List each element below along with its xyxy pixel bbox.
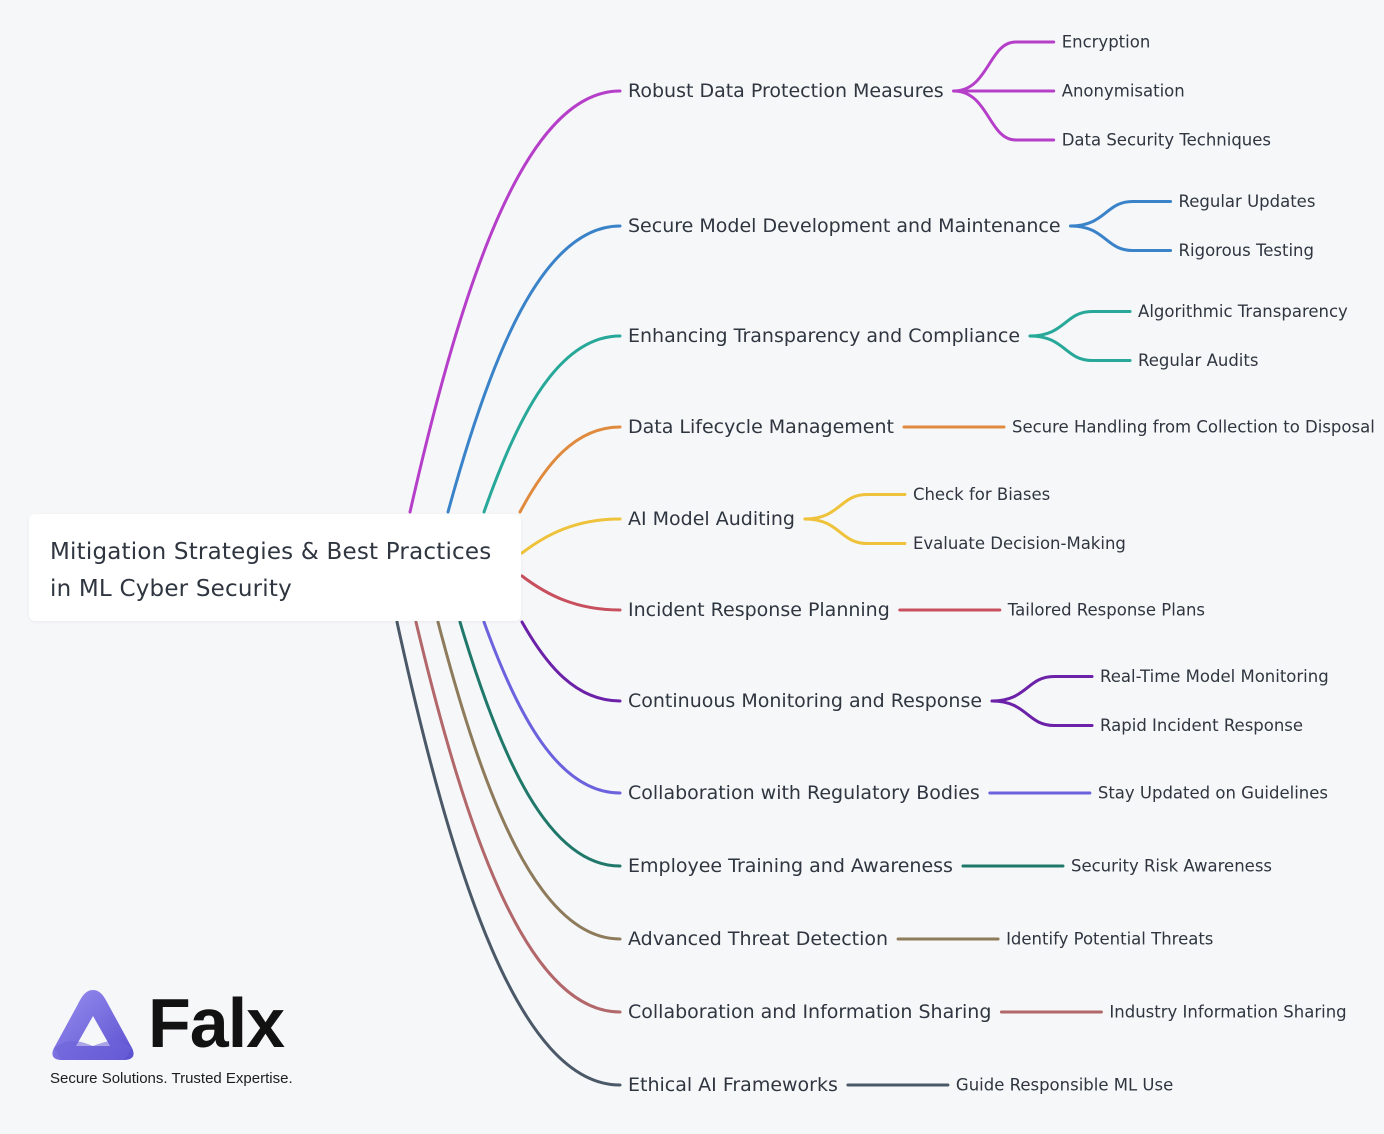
falx-logo-icon [52, 990, 134, 1060]
leaf-label[interactable]: Anonymisation [1062, 82, 1185, 101]
branch-connector [458, 620, 622, 868]
leaf-label[interactable]: Check for Biases [913, 485, 1050, 504]
branch-label[interactable]: Ethical AI Frameworks [628, 1074, 838, 1096]
leaf-label[interactable]: Regular Audits [1138, 351, 1258, 370]
branch-connector [518, 425, 622, 514]
root-node-title: Mitigation Strategies & Best Practices i… [50, 539, 492, 602]
branch-label[interactable]: Incident Response Planning [628, 599, 890, 621]
falx-tagline: Secure Solutions. Trusted Expertise. [50, 1070, 293, 1087]
leaf-label[interactable]: Stay Updated on Guidelines [1098, 784, 1328, 803]
leaf-label[interactable]: Data Security Techniques [1062, 131, 1271, 150]
leaf-label[interactable]: Security Risk Awareness [1071, 857, 1272, 876]
falx-wordmark: Falx [148, 984, 285, 1062]
leaf-connector [1069, 224, 1173, 252]
branch-label[interactable]: Robust Data Protection Measures [628, 80, 944, 102]
branch-label[interactable]: Secure Model Development and Maintenance [628, 215, 1061, 237]
leaf-connector [803, 493, 907, 521]
branch-label[interactable]: Collaboration with Regulatory Bodies [628, 782, 980, 804]
branch-connector [482, 620, 622, 795]
branch-connector [520, 574, 622, 612]
branch-connector [436, 620, 622, 941]
branch-label[interactable]: Advanced Threat Detection [628, 928, 888, 950]
leaf-label[interactable]: Industry Information Sharing [1109, 1003, 1346, 1022]
branch-label[interactable]: AI Model Auditing [628, 508, 795, 530]
leaf-connector [803, 517, 907, 545]
leaf-label[interactable]: Rapid Incident Response [1100, 716, 1303, 735]
branch-connector [446, 224, 622, 514]
leaf-label[interactable]: Guide Responsible ML Use [956, 1076, 1173, 1095]
leaf-label[interactable]: Real-Time Model Monitoring [1100, 667, 1329, 686]
leaf-connector [1069, 200, 1173, 228]
leaf-label[interactable]: Evaluate Decision-Making [913, 534, 1126, 553]
leaf-label[interactable]: Regular Updates [1179, 192, 1316, 211]
branch-connector [520, 620, 622, 703]
root-node[interactable]: Mitigation Strategies & Best Practices i… [29, 514, 521, 621]
leaf-label[interactable]: Encryption [1062, 33, 1151, 52]
leaf-connector [952, 40, 1056, 93]
branch-connector [395, 620, 622, 1087]
leaf-connector [990, 675, 1094, 703]
leaf-label[interactable]: Tailored Response Plans [1007, 601, 1205, 620]
leaf-label[interactable]: Rigorous Testing [1179, 241, 1314, 260]
leaf-label[interactable]: Algorithmic Transparency [1138, 302, 1348, 321]
branch-connector [414, 620, 622, 1014]
branch-label[interactable]: Collaboration and Information Sharing [628, 1001, 991, 1023]
branch-label[interactable]: Data Lifecycle Management [628, 416, 894, 438]
branch-label[interactable]: Continuous Monitoring and Response [628, 690, 982, 712]
leaf-label[interactable]: Identify Potential Threats [1006, 930, 1213, 949]
leaf-connector [952, 89, 1056, 142]
leaf-connector [990, 699, 1094, 727]
branch-label[interactable]: Employee Training and Awareness [628, 855, 953, 877]
branch-label[interactable]: Enhancing Transparency and Compliance [628, 325, 1020, 347]
leaf-label[interactable]: Secure Handling from Collection to Dispo… [1012, 418, 1375, 437]
leaf-connector [1028, 334, 1132, 362]
falx-logo: Falx Secure Solutions. Trusted Expertise… [48, 984, 338, 1094]
branch-connector [408, 89, 622, 514]
branch-connector [520, 517, 622, 555]
leaf-connector [1028, 310, 1132, 338]
branch-connector [482, 334, 622, 514]
